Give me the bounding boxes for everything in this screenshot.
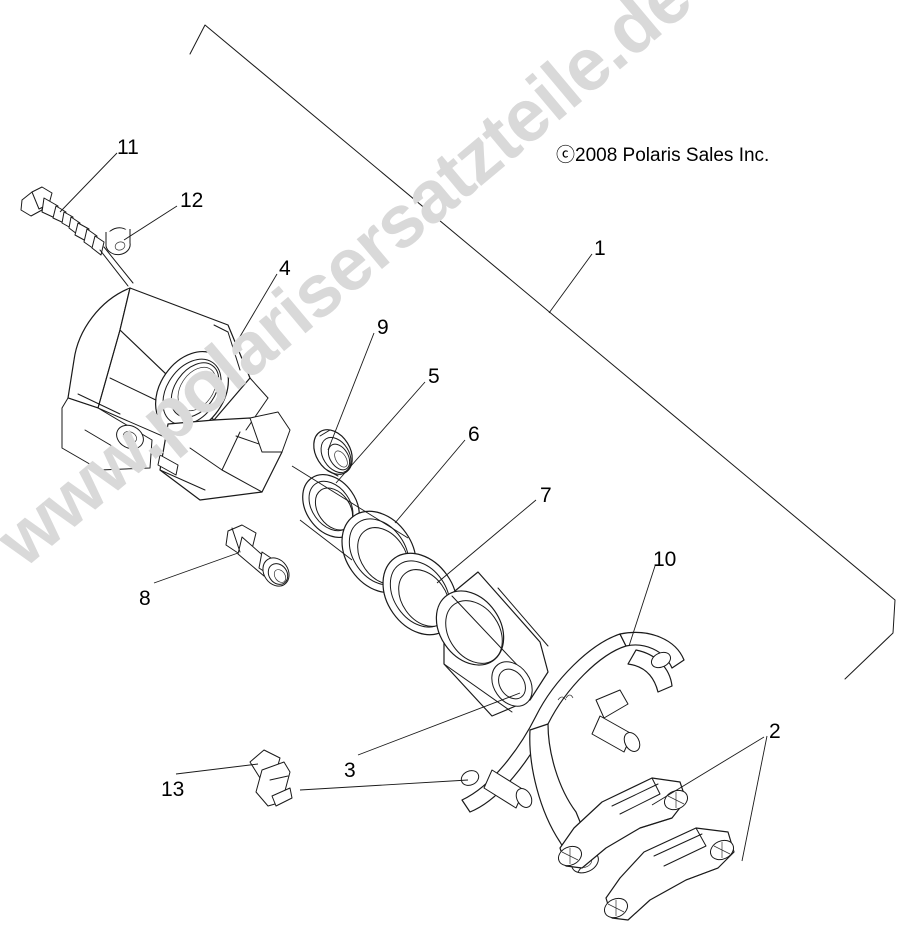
part-piston — [435, 571, 549, 717]
callout-number-6[interactable]: 6 — [468, 423, 480, 446]
callout-number-12[interactable]: 12 — [180, 189, 204, 212]
part-brake-pad-lower — [603, 827, 735, 921]
callout-number-8[interactable]: 8 — [139, 587, 151, 610]
part-caliper-body — [61, 287, 291, 501]
callout-number-1[interactable]: 1 — [594, 237, 606, 260]
copyright-notice: ⓒ2008 Polaris Sales Inc. — [556, 145, 770, 166]
callout-number-5[interactable]: 5 — [428, 365, 440, 388]
callout-number-4[interactable]: 4 — [279, 257, 291, 280]
callout-number-10[interactable]: 10 — [653, 548, 677, 571]
part-bleeder-screw — [225, 524, 290, 587]
leader-lines — [59, 152, 768, 862]
assembly-boundary — [189, 24, 896, 680]
callout-number-7[interactable]: 7 — [540, 484, 552, 507]
callout-number-3[interactable]: 3 — [344, 759, 356, 782]
part-mounting-bolt — [249, 749, 293, 807]
part-brake-line-fitting — [20, 186, 134, 287]
callout-number-9[interactable]: 9 — [377, 316, 389, 339]
callout-number-13[interactable]: 13 — [161, 778, 185, 801]
callout-number-2[interactable]: 2 — [769, 720, 781, 743]
part-brake-pad-upper — [557, 777, 689, 869]
part-washer-12 — [105, 227, 131, 256]
callout-number-11[interactable]: 11 — [117, 136, 139, 159]
part-dust-seal-9 — [313, 429, 353, 477]
